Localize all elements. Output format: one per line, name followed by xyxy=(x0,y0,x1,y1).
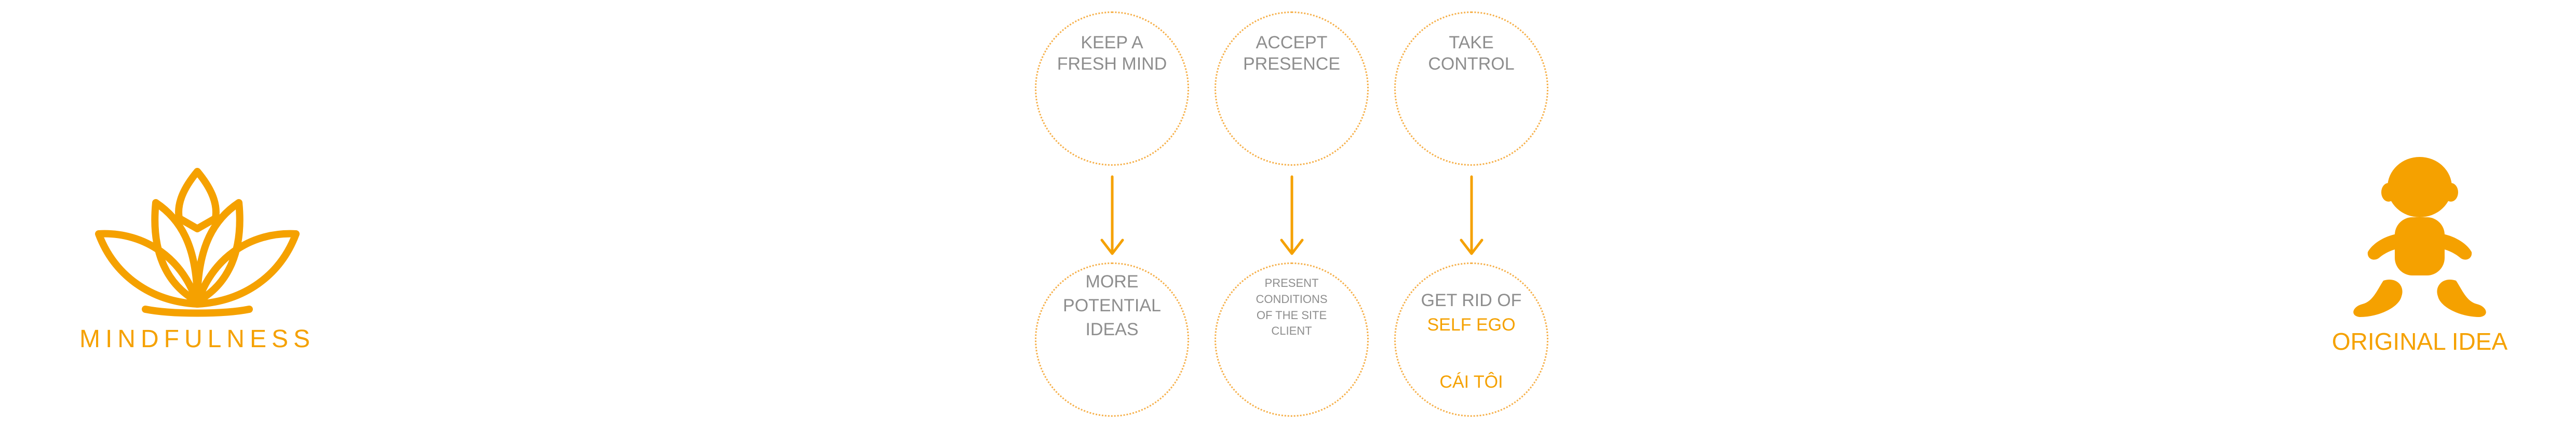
circle-more-potential-ideas xyxy=(1035,262,1189,417)
label-take-control: TAKE CONTROL xyxy=(1428,33,1515,74)
lotus-icon xyxy=(95,168,300,317)
label-present-conditions: PRESENT CONDITIONS OF THE SITE CLIENT xyxy=(1256,276,1328,338)
label-get-rid-of: GET RID OF xyxy=(1421,291,1522,310)
circle-take-control xyxy=(1394,11,1548,166)
circle-present-conditions xyxy=(1215,262,1369,417)
label-more-potential-ideas: MORE POTENTIAL IDEAS xyxy=(1063,272,1161,339)
label-self-ego: SELF EGO xyxy=(1427,315,1516,335)
label-cai-toi: CÁI TÔI xyxy=(1439,372,1503,392)
circle-keep-fresh-mind xyxy=(1035,11,1189,166)
original-idea-label: ORIGINAL IDEA xyxy=(2331,328,2508,355)
arrow-down-2 xyxy=(1280,175,1304,255)
arrow-down-3 xyxy=(1460,175,1483,255)
label-accept-presence: ACCEPT PRESENCE xyxy=(1243,33,1341,74)
baby-icon xyxy=(2353,157,2486,317)
circle-get-rid-of-ego xyxy=(1394,262,1548,417)
arrow-down-1 xyxy=(1100,175,1124,255)
mindfulness-label: MINDFULNESS xyxy=(79,325,316,353)
label-keep-fresh-mind: KEEP A FRESH MIND xyxy=(1057,33,1167,74)
circle-accept-presence xyxy=(1215,11,1369,166)
